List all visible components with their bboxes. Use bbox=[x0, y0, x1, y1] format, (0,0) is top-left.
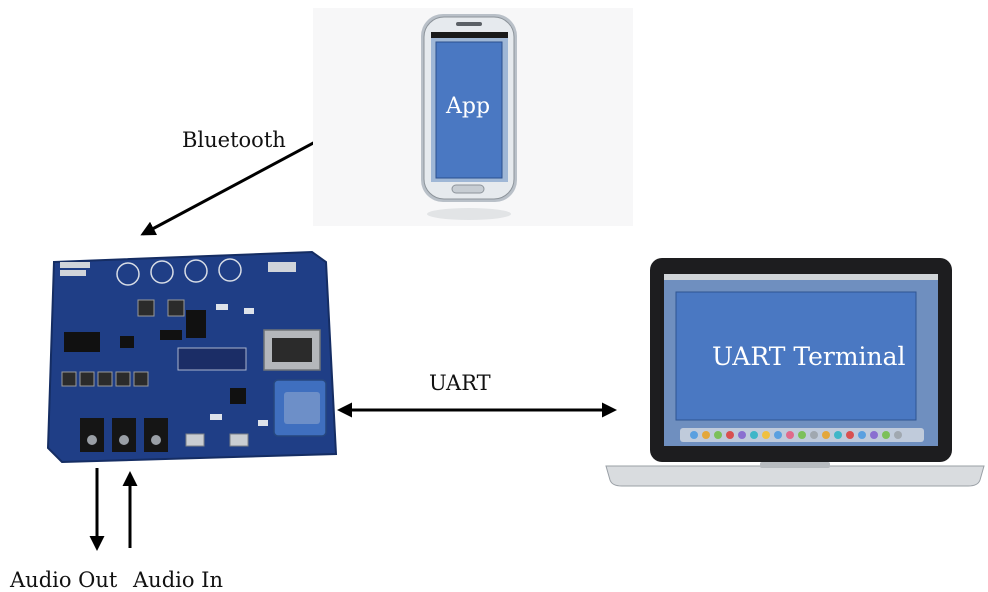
laptop-screen-label: UART Terminal bbox=[712, 342, 906, 371]
touch-pads bbox=[116, 258, 242, 286]
dock-icons bbox=[690, 431, 902, 439]
audio-in-label: Audio In bbox=[133, 568, 223, 592]
audio-out-label: Audio Out bbox=[10, 568, 118, 592]
bluetooth-label: Bluetooth bbox=[182, 128, 286, 152]
uart-label: UART bbox=[429, 371, 491, 395]
phone-app-label: App bbox=[446, 94, 491, 119]
